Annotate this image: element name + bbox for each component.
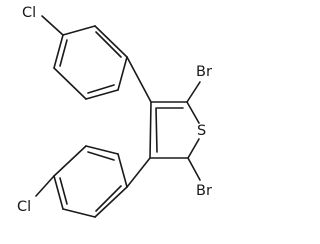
atom-label-br-top: Br xyxy=(196,64,212,80)
bond-br-top xyxy=(186,81,201,103)
bond-aryl-top-thiophene xyxy=(126,56,152,103)
chlorophenyl-ring-bottom xyxy=(53,145,128,218)
molecule-structure-diagram: Cl Br S Br Cl xyxy=(17,5,212,218)
atom-label-br-bottom: Br xyxy=(196,183,212,199)
bond-aryl-bottom-thiophene xyxy=(126,157,151,188)
atom-label-cl-bottom: Cl xyxy=(17,199,31,215)
bond-cl-top xyxy=(41,15,64,36)
atom-label-s: S xyxy=(197,123,206,139)
thiophene-ring xyxy=(149,101,200,159)
bond-br-bottom xyxy=(187,157,201,181)
bond-cl-bottom xyxy=(35,175,55,197)
atom-label-cl-top: Cl xyxy=(22,5,36,21)
chlorophenyl-ring-top xyxy=(53,25,128,100)
